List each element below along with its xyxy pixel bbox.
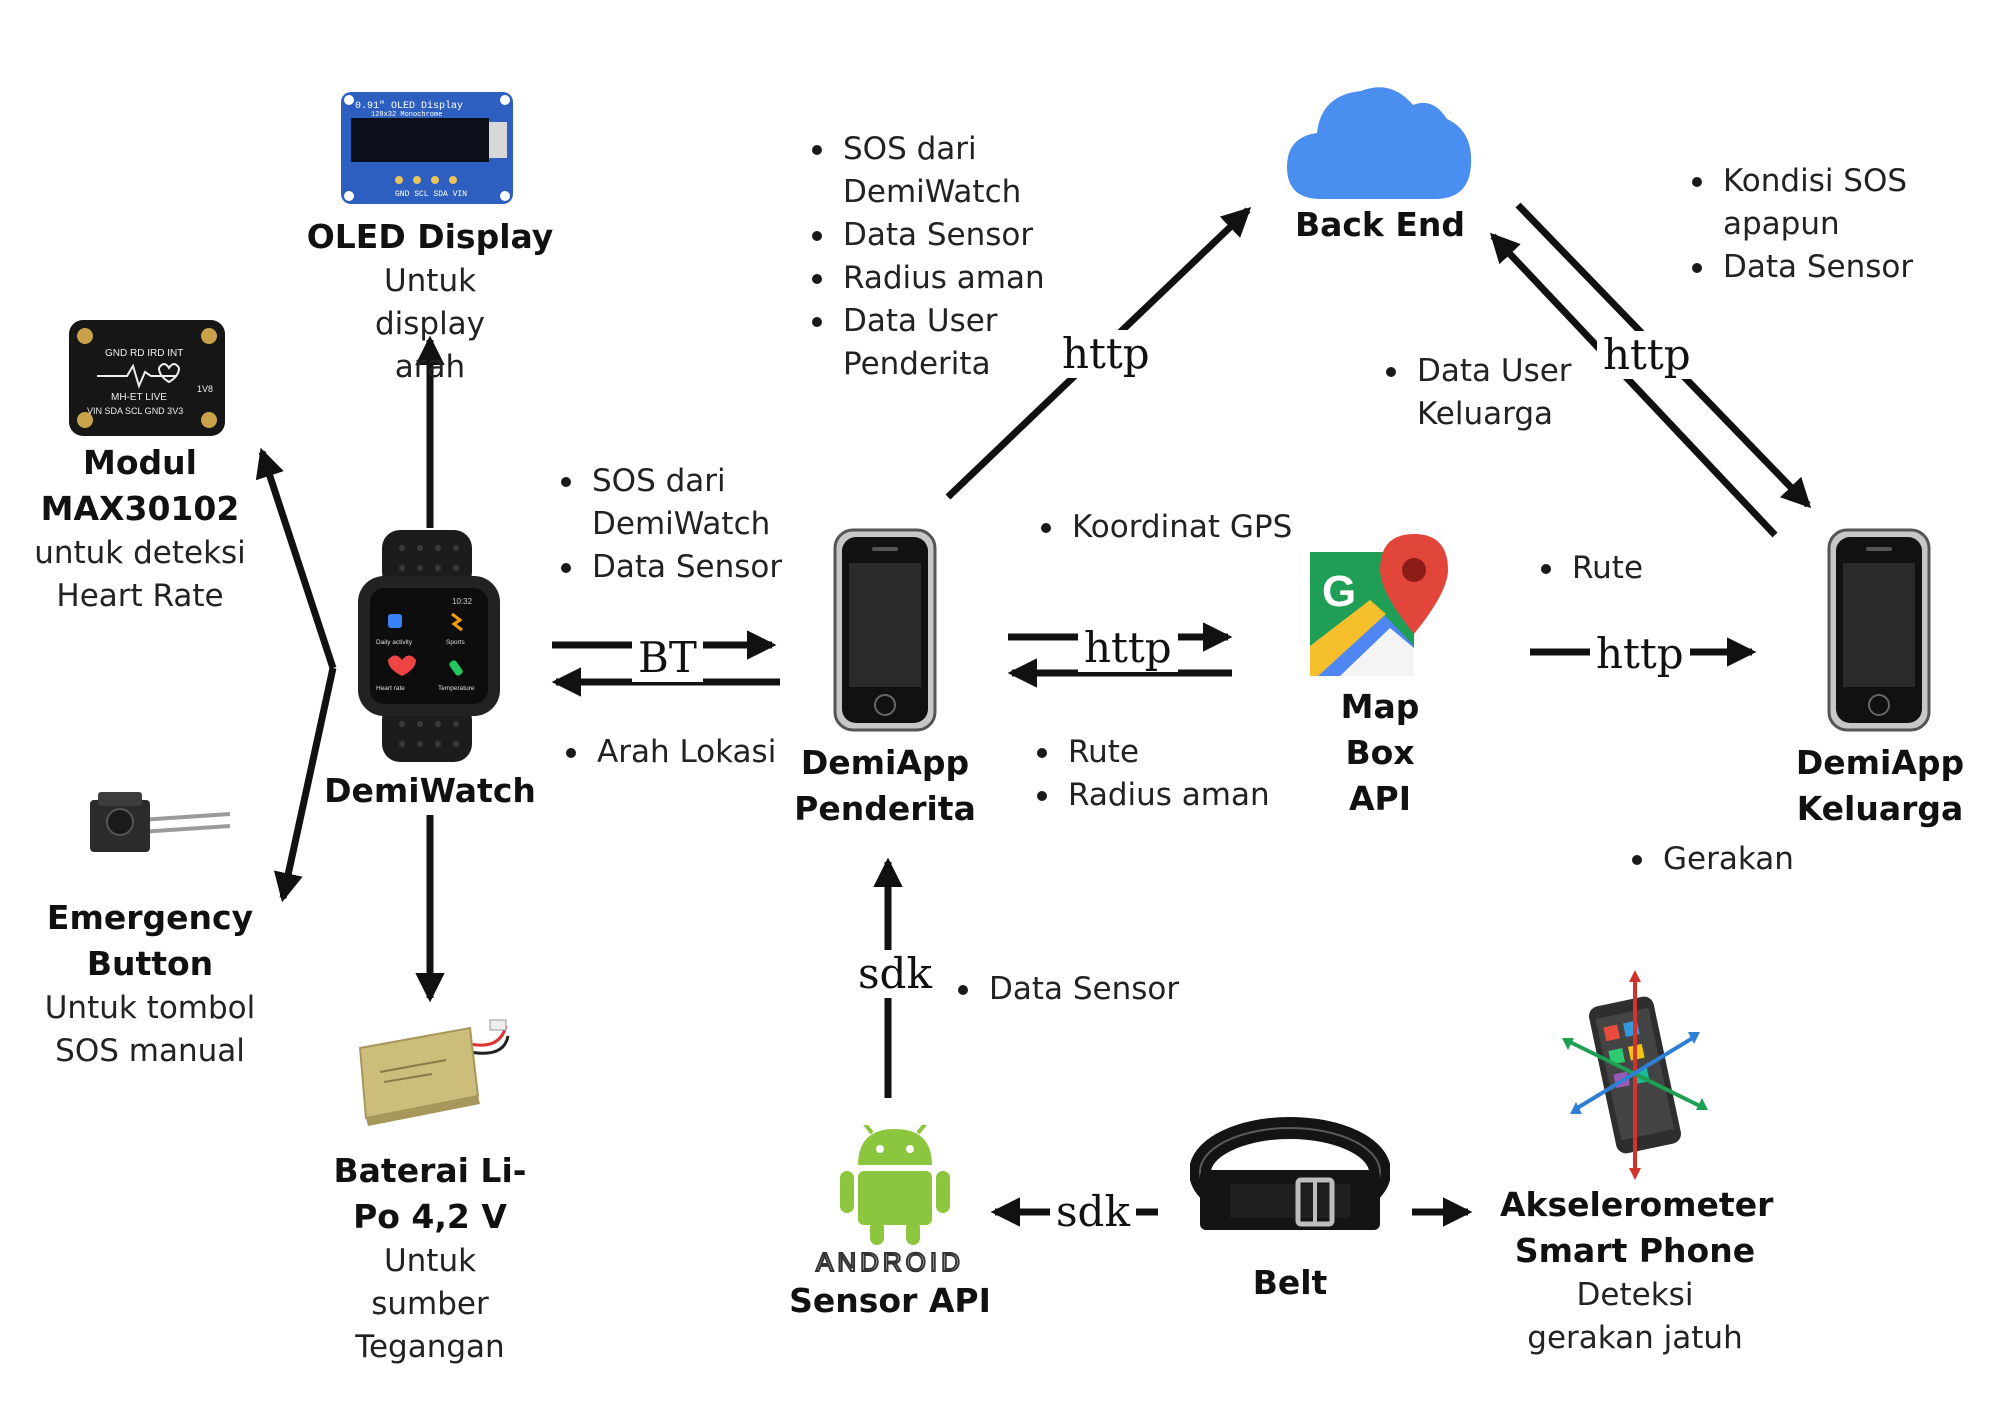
- demiwatch-node: DemiWatch: [310, 768, 550, 814]
- akselerometer-node: Akselerometer Smart Phone Deteksi geraka…: [1500, 1182, 1774, 1360]
- list-item: Arah Lokasi: [566, 731, 837, 774]
- arrow-fork-to-max: [255, 447, 337, 670]
- backend-node: Back End: [1260, 202, 1500, 248]
- arrow-fork-to-emergency: [273, 667, 337, 903]
- arrow-keluarga-to-backend: [1489, 232, 1778, 538]
- watch-app-temperature: Temperature: [438, 685, 475, 692]
- list-item: Data User Keluarga: [1386, 350, 1637, 436]
- max-chip-bottom: VIN SDA SCL GND 3V3: [87, 406, 183, 416]
- list-gps: Koordinat GPS: [1036, 506, 1302, 549]
- battery-title: Baterai Li-Po 4,2 V: [333, 1151, 527, 1236]
- list-item: Radius aman: [1037, 774, 1328, 817]
- battery-node: Baterai Li-Po 4,2 V Untuk sumber Teganga…: [310, 1148, 550, 1369]
- list-item: Data Sensor: [1692, 246, 1973, 289]
- max30102-module-icon: GND RD IRD INT MH-ET LIVE VIN SDA SCL GN…: [69, 320, 225, 436]
- battery-icon: [358, 1019, 510, 1126]
- demiapp-penderita-node: DemiApp Penderita: [770, 740, 1000, 832]
- list-bt-bottom: Arah Lokasi: [561, 731, 837, 774]
- list-route: Rute: [1536, 547, 1772, 590]
- emergency-button-caption: Untuk tombol SOS manual: [44, 990, 256, 1069]
- http-label-backend: http: [1056, 330, 1156, 378]
- mapbox-node: Map Box API: [1270, 684, 1490, 822]
- http-label-family: http: [1597, 331, 1697, 379]
- sdk-label-sensor: sdk: [852, 950, 938, 998]
- oled-display-node: OLED Display Untuk display arah: [300, 214, 560, 389]
- phone-keluarga-icon: [1827, 528, 1931, 732]
- emergency-button-node: Emergency Button Untuk tombol SOS manual: [30, 895, 270, 1073]
- max-chip-side: 1V8: [197, 384, 213, 394]
- map-pin-icon: G: [1310, 534, 1448, 676]
- list-map-return: Rute Radius aman: [1032, 731, 1328, 817]
- list-item: Data User Penderita: [812, 300, 1093, 386]
- oled-display-caption: Untuk display arah: [374, 263, 486, 385]
- smartwatch-icon: 10:32 Daily activity Sports Heart rate T…: [358, 530, 500, 762]
- max-chip-top: GND RD IRD INT: [105, 348, 183, 359]
- list-item: SOS dari DemiWatch: [812, 128, 1093, 214]
- list-item: Gerakan: [1632, 838, 1883, 881]
- bt-label: BT: [632, 634, 703, 682]
- max30102-caption: untuk deteksi Heart Rate: [34, 535, 246, 614]
- list-sdk-data: Data Sensor: [953, 968, 1249, 1011]
- list-to-backend: SOS dari DemiWatch Data Sensor Radius am…: [807, 128, 1093, 386]
- max30102-title: Modul MAX30102: [40, 443, 240, 528]
- emergency-button-title: Emergency Button: [46, 898, 254, 983]
- demiapp-keluarga-node: DemiApp Keluarga: [1765, 740, 1995, 832]
- list-item: Data Sensor: [812, 214, 1093, 257]
- list-to-family: Kondisi SOS apapun Data Sensor: [1687, 160, 1973, 289]
- watch-time: 10:32: [452, 597, 473, 606]
- watch-app-heart: Heart rate: [376, 685, 405, 692]
- cloud-icon: [1287, 87, 1472, 199]
- oled-pin-labels: GND SCL SDA VIN: [395, 190, 467, 199]
- battery-caption: Untuk sumber Tegangan: [355, 1243, 505, 1365]
- max30102-node: Modul MAX30102 untuk deteksi Heart Rate: [30, 440, 250, 618]
- list-item: Rute: [1037, 731, 1328, 774]
- list-item: Radius aman: [812, 257, 1093, 300]
- accelerometer-phone-icon: [1562, 970, 1708, 1180]
- demiapp-penderita-title: DemiApp Penderita: [794, 743, 976, 828]
- demiapp-keluarga-title: DemiApp Keluarga: [1795, 743, 1965, 828]
- sensor-api-node: Sensor API: [780, 1278, 1000, 1324]
- belt-title: Belt: [1252, 1263, 1328, 1302]
- max-chip-mid: MH-ET LIVE: [111, 392, 167, 403]
- akselerometer-caption: Deteksi gerakan jatuh: [1527, 1277, 1743, 1356]
- belt-node: Belt: [1180, 1260, 1400, 1306]
- watch-app-daily: Daily activity: [376, 639, 413, 646]
- belt-icon: [1190, 1117, 1390, 1230]
- oled-display-title: OLED Display: [306, 217, 554, 256]
- oled-display-icon: 0.91" OLED Display 128x32 Monochrome GND…: [341, 92, 513, 204]
- http-label-route: http: [1590, 630, 1690, 678]
- list-item: Data Sensor: [561, 546, 852, 589]
- mapbox-title: Map Box API: [1340, 687, 1420, 818]
- list-item: SOS dari DemiWatch: [561, 460, 852, 546]
- list-bt-top: SOS dari DemiWatch Data Sensor: [556, 460, 852, 589]
- phone-penderita-icon: [833, 528, 937, 732]
- android-robot-icon: ANDROID: [815, 1125, 964, 1275]
- watch-app-sports: Sports: [446, 639, 466, 646]
- list-item: Kondisi SOS apapun: [1692, 160, 1973, 246]
- akselerometer-title: Akselerometer Smart Phone: [1500, 1185, 1774, 1270]
- list-item: Data Sensor: [958, 968, 1249, 1011]
- sdk-label-belt: sdk: [1050, 1188, 1136, 1236]
- http-label-mapbox: http: [1078, 624, 1178, 672]
- map-logo-letter: G: [1322, 567, 1356, 616]
- list-gerakan: Gerakan: [1627, 838, 1883, 881]
- push-button-icon: [90, 792, 231, 852]
- sensor-api-title: Sensor API: [789, 1281, 991, 1320]
- oled-chip-line2: 128x32 Monochrome: [371, 111, 442, 119]
- backend-title: Back End: [1294, 205, 1466, 244]
- oled-chip-line1: 0.91" OLED Display: [355, 100, 463, 112]
- list-from-backend: Data User Keluarga: [1381, 350, 1637, 436]
- android-wordmark: ANDROID: [816, 1247, 964, 1275]
- demiwatch-title: DemiWatch: [324, 771, 536, 810]
- list-item: Koordinat GPS: [1041, 506, 1302, 549]
- list-item: Rute: [1541, 547, 1772, 590]
